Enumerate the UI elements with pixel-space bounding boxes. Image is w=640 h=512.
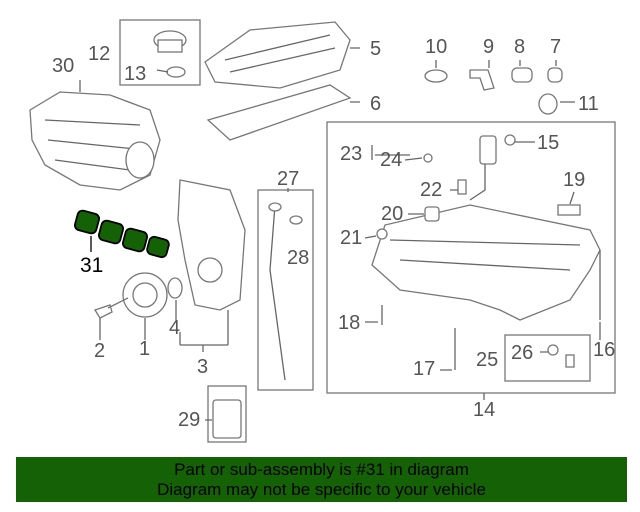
- banner-line-1: Part or sub-assembly is #31 in diagram: [174, 460, 469, 479]
- valve-cover-gasket-part: [206, 84, 352, 141]
- dipstick-part: [269, 204, 286, 381]
- callout-30: 30: [52, 55, 74, 77]
- intake-manifold-gasket-part[interactable]: [74, 209, 170, 259]
- group-box-25: [504, 334, 591, 382]
- plug-part-10: [424, 69, 448, 83]
- seal-part-11: [538, 93, 558, 115]
- callout-28: 28: [287, 247, 309, 269]
- callout-11: 11: [578, 93, 599, 115]
- callout-26: 26: [511, 342, 533, 364]
- part-20: [424, 206, 440, 222]
- plug-part-25: [565, 354, 575, 368]
- group-box-12: [119, 19, 201, 86]
- seal-part: [166, 66, 186, 78]
- callout-8: 8: [514, 36, 525, 58]
- seal-part-7: [547, 67, 563, 83]
- notice-banner: Part or sub-assembly is #31 in diagram D…: [16, 457, 627, 502]
- banner-line-2: Diagram may not be specific to your vehi…: [157, 480, 486, 499]
- seal-part-26: [547, 344, 559, 356]
- callout-27: 27: [277, 168, 299, 190]
- seal-part-24: [423, 153, 433, 163]
- seal-part-4: [167, 277, 183, 299]
- callout-13: 13: [124, 63, 146, 85]
- callout-4: 4: [169, 317, 180, 339]
- bolt-part-2: [94, 297, 129, 319]
- hose-part-9: [469, 69, 495, 91]
- seal-part-28: [289, 215, 303, 225]
- callout-24: 24: [380, 149, 402, 171]
- callout-23: 23: [340, 143, 362, 165]
- callout-5: 5: [370, 38, 381, 60]
- callout-19: 19: [563, 169, 585, 191]
- callout-16: 16: [593, 339, 615, 361]
- callout-25: 25: [476, 349, 498, 371]
- oil-filter-part: [212, 399, 242, 439]
- oil-pan-part: [371, 204, 601, 321]
- callout-29: 29: [178, 409, 200, 431]
- callout-15: 15: [537, 132, 559, 154]
- callout-7: 7: [550, 36, 561, 58]
- callout-20: 20: [381, 203, 403, 225]
- part-22: [457, 179, 467, 195]
- callout-3: 3: [197, 356, 208, 378]
- sensor-part-15: [479, 135, 497, 165]
- seal-part-8: [511, 67, 533, 83]
- callout-17: 17: [413, 358, 435, 380]
- part-21: [376, 228, 388, 240]
- callout-31[interactable]: 31: [80, 254, 103, 277]
- callout-9: 9: [483, 36, 494, 58]
- callout-18: 18: [338, 312, 360, 334]
- group-box-27: [257, 189, 314, 391]
- callout-14: 14: [473, 399, 495, 421]
- timing-cover-part: [177, 179, 246, 311]
- callout-1: 1: [139, 338, 150, 360]
- bolt-part-15: [504, 134, 516, 146]
- group-box-14: [326, 121, 616, 394]
- callout-10: 10: [425, 36, 447, 58]
- callout-22: 22: [420, 179, 442, 201]
- callout-21: 21: [340, 227, 362, 249]
- valve-cover-part: [204, 21, 351, 89]
- part-19: [557, 204, 581, 216]
- callout-12: 12: [88, 43, 110, 65]
- callout-2: 2: [94, 340, 105, 362]
- callout-6: 6: [370, 93, 381, 115]
